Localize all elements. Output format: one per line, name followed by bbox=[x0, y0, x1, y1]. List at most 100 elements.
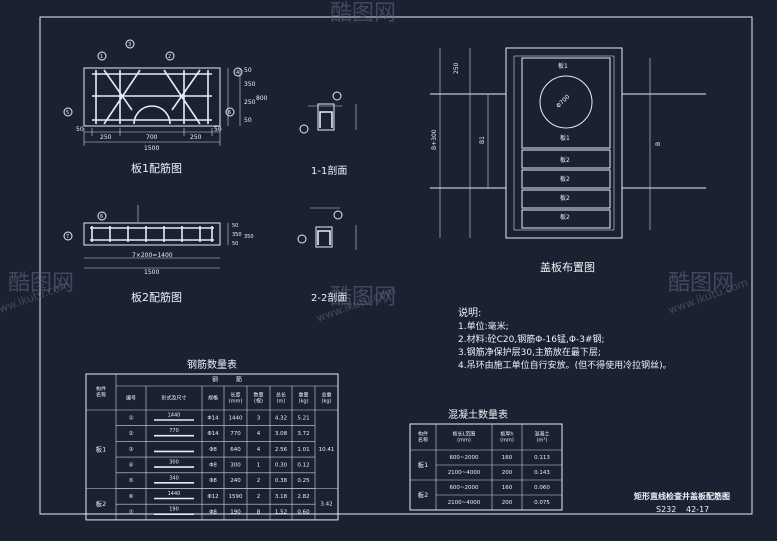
concrete-table-cell: 0.060 bbox=[534, 485, 550, 491]
plate2-dim-spacing: 7×200=1400 bbox=[132, 252, 173, 259]
rebar-table-header: 编号 bbox=[126, 395, 136, 402]
rebar-shape-dim: 1440 bbox=[168, 413, 181, 419]
rebar-table-cell: 0.12 bbox=[297, 462, 309, 468]
rebar-table-sum: 10.41 bbox=[319, 447, 335, 453]
plate1-dim-right-3: 250 bbox=[244, 99, 256, 106]
title-block-page: 42-17 bbox=[686, 505, 709, 514]
rebar-table-cell: 1.52 bbox=[275, 510, 287, 516]
rebar-table-header: 形式及尺寸 bbox=[161, 395, 186, 402]
section22-caption: 2-2剖面 bbox=[311, 291, 347, 304]
plate1-marker: 2 bbox=[168, 54, 171, 60]
concrete-table-component: 板1 bbox=[418, 460, 429, 469]
rebar-table-cell: Φ8 bbox=[209, 447, 217, 453]
rebar-table-header: 总长 bbox=[276, 392, 286, 399]
rebar-table-header: 长度 bbox=[230, 392, 240, 399]
layout-plate2-label: 板2 bbox=[560, 156, 570, 164]
rebar-table-cell: 1440 bbox=[229, 415, 243, 421]
rebar-table-component: 板1 bbox=[96, 444, 107, 453]
plate2-dim-side-mid: 350 bbox=[232, 232, 242, 238]
rebar-table-cell: ④ bbox=[129, 462, 134, 468]
concrete-table-cell: 160 bbox=[502, 485, 513, 491]
rebar-table-cell: Φ14 bbox=[207, 415, 219, 421]
layout-left-dim: 250 bbox=[453, 62, 460, 74]
layout-plate2-label: 板2 bbox=[560, 194, 570, 202]
plate2-drawing bbox=[63, 205, 229, 269]
rebar-table-cell: 190 bbox=[230, 510, 241, 516]
rebar-table-cell: 4 bbox=[257, 447, 261, 453]
rebar-table-header: 规格 bbox=[208, 395, 218, 402]
concrete-table-header: 名称 bbox=[418, 437, 428, 444]
watermark-logo: 酷图网 bbox=[8, 271, 74, 296]
concrete-table-cell: 160 bbox=[502, 455, 513, 461]
concrete-table-cell: 200 bbox=[502, 500, 513, 506]
rebar-table: 构件名称钢 筋编号形式及尺寸规格长度(mm)数量(根)总长(m)重量(kg)总重… bbox=[85, 373, 339, 521]
rebar-table-cell: 5.21 bbox=[297, 415, 309, 421]
plate1-marker: 3 bbox=[128, 42, 131, 48]
rebar-table-cell: 0.60 bbox=[297, 510, 310, 516]
watermark-logo: 酷图网 bbox=[668, 271, 734, 296]
layout-plate2-label: 板2 bbox=[560, 175, 570, 183]
rebar-shape-dim: 770 bbox=[169, 428, 179, 434]
concrete-table-cell: 600~2000 bbox=[449, 485, 479, 491]
section22-drawing bbox=[297, 207, 357, 250]
layout-circle-label: Φ700 bbox=[555, 93, 572, 110]
rebar-table-cell: 3.72 bbox=[297, 431, 309, 437]
rebar-table-sum: 3.42 bbox=[320, 502, 332, 508]
rebar-table-cell: ⑤ bbox=[129, 478, 134, 484]
rebar-table-cell: 2.82 bbox=[297, 494, 309, 500]
concrete-table-header: (m³) bbox=[537, 438, 548, 444]
rebar-shape-dim: 190 bbox=[169, 507, 179, 513]
rebar-table-header: 名称 bbox=[96, 392, 106, 399]
rebar-table-cell: Φ12 bbox=[207, 494, 218, 500]
plate2-dim-side-top: 50 bbox=[232, 223, 238, 229]
rebar-table-cell: 3 bbox=[257, 415, 261, 421]
rebar-table-cell: 240 bbox=[230, 478, 241, 484]
plate1-dim-right-1: 50 bbox=[244, 67, 252, 74]
plate2-dim-side-bot: 50 bbox=[232, 241, 238, 247]
plate1-dim-bottom-left: 50 bbox=[76, 126, 84, 133]
rebar-table-header: 重量 bbox=[298, 392, 308, 399]
concrete-table-header: 构件 bbox=[418, 431, 428, 438]
concrete-table-title: 混凝土数量表 bbox=[448, 408, 508, 421]
plate1-dim-right-total: 800 bbox=[256, 95, 268, 102]
rebar-table-cell: Φ8 bbox=[209, 478, 217, 484]
rebar-table-title: 钢筋数量表 bbox=[187, 358, 237, 371]
rebar-table-cell: 4.32 bbox=[275, 415, 287, 421]
concrete-table-cell: 0.113 bbox=[534, 455, 550, 461]
rebar-table-cell: 1.01 bbox=[297, 447, 309, 453]
rebar-table-cell: 1590 bbox=[229, 494, 243, 500]
plate1-dim-right-4: 50 bbox=[244, 117, 252, 124]
rebar-table-cell: ⑦ bbox=[129, 509, 134, 516]
notes-heading: 说明: bbox=[458, 306, 481, 319]
layout-outer-dim: B+300 bbox=[431, 129, 438, 150]
concrete-table-cell: 200 bbox=[502, 470, 513, 476]
concrete-table-header: 板长L范围 bbox=[453, 431, 476, 438]
layout-right-dim: B bbox=[655, 142, 662, 146]
layout-left-dim: B1 bbox=[479, 136, 486, 144]
rebar-table-cell: Φ8 bbox=[209, 510, 217, 516]
rebar-table-cell: 1 bbox=[257, 462, 261, 468]
concrete-table-cell: 2100~4000 bbox=[448, 500, 481, 506]
rebar-table-component: 板2 bbox=[96, 499, 107, 508]
rebar-table-header: (根) bbox=[254, 398, 263, 405]
plate1-dim-bottom-b: 250 bbox=[190, 134, 202, 141]
concrete-table-cell: 0.075 bbox=[534, 500, 550, 506]
rebar-table-cell: 3.08 bbox=[275, 431, 288, 437]
plate1-caption: 板1配筋图 bbox=[131, 161, 182, 175]
section11-caption: 1-1剖面 bbox=[311, 164, 347, 177]
plate2-caption: 板2配筋图 bbox=[131, 290, 182, 304]
concrete-table-component: 板2 bbox=[418, 490, 429, 499]
title-block-title: 矩形直线检查井盖板配筋图 bbox=[633, 491, 730, 501]
concrete-table-cell: 600~2000 bbox=[449, 455, 479, 461]
notes-line: 2.材料:砼C20,钢筋Φ-16锰,Φ-3#钢; bbox=[458, 333, 605, 345]
rebar-table-header: (kg) bbox=[299, 399, 309, 405]
plate1-marker: 6 bbox=[228, 110, 231, 116]
rebar-table-header: 总重 bbox=[321, 392, 331, 399]
plate2-dim-side-total: 350 bbox=[244, 234, 254, 240]
rebar-table-header: 钢 筋 bbox=[212, 376, 242, 384]
plate1-dim-total: 1500 bbox=[144, 145, 159, 152]
rebar-table-cell: Φ14 bbox=[207, 431, 219, 437]
plate1-dim-bottom-a: 250 bbox=[100, 134, 112, 141]
rebar-table-cell: Φ8 bbox=[209, 462, 217, 468]
